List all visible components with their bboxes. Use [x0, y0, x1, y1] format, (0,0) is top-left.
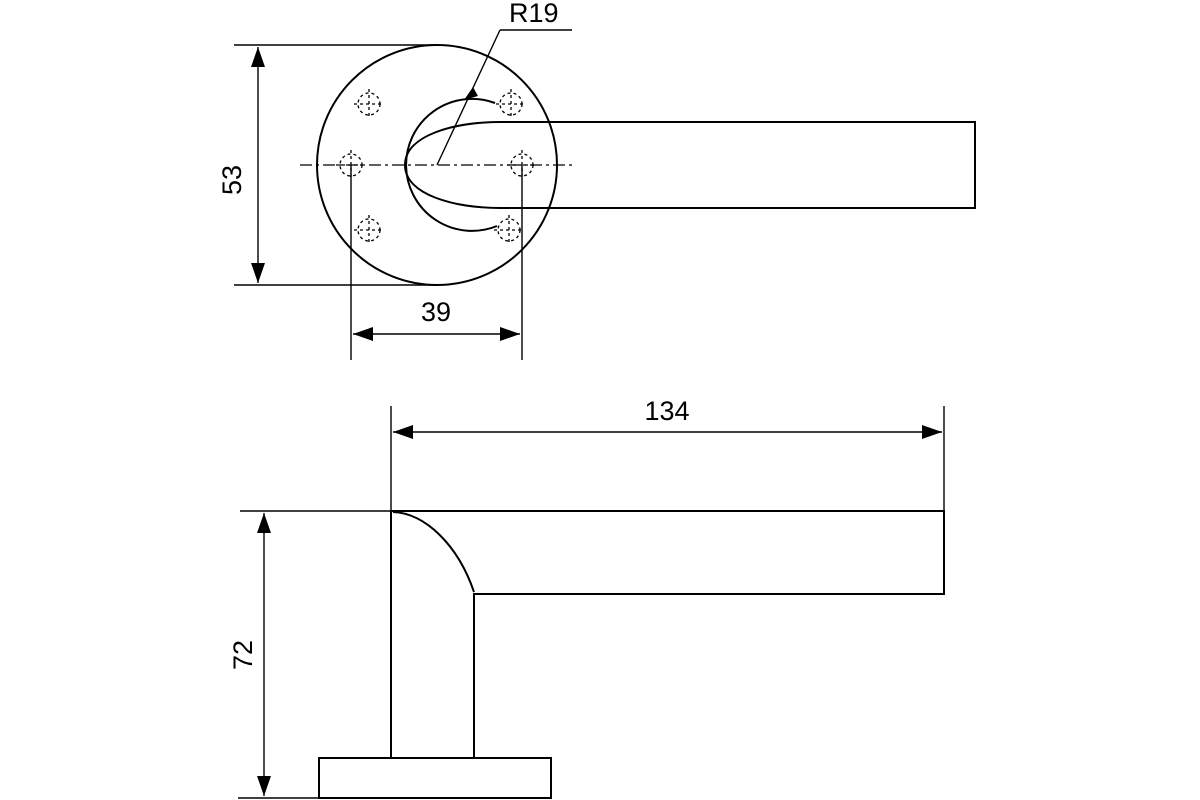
hole-spacing-label: 39	[421, 297, 451, 327]
top-view: R19 53 39	[217, 0, 976, 360]
handle-lever-top	[403, 121, 976, 209]
mounting-hole-6	[493, 214, 525, 246]
mounting-hole-5	[353, 214, 385, 246]
rosette-base-plate	[318, 757, 552, 799]
rosette-height-label: 53	[217, 165, 247, 195]
handle-bend-curve	[392, 511, 475, 593]
rosette-inner-ring	[405, 97, 498, 232]
handle-length-label: 134	[644, 396, 689, 426]
mounting-hole-2	[495, 88, 527, 120]
rosette-height-dimension	[234, 44, 437, 286]
side-view: 134 72	[228, 396, 945, 799]
handle-body-side	[390, 510, 945, 758]
total-height-label: 72	[228, 640, 258, 670]
mounting-hole-1	[353, 88, 385, 120]
hole-spacing-dimension	[350, 165, 523, 360]
handle-length-dimension	[390, 406, 945, 511]
radius-leader	[436, 29, 572, 166]
radius-label: R19	[509, 0, 559, 28]
total-height-dimension	[238, 510, 391, 799]
